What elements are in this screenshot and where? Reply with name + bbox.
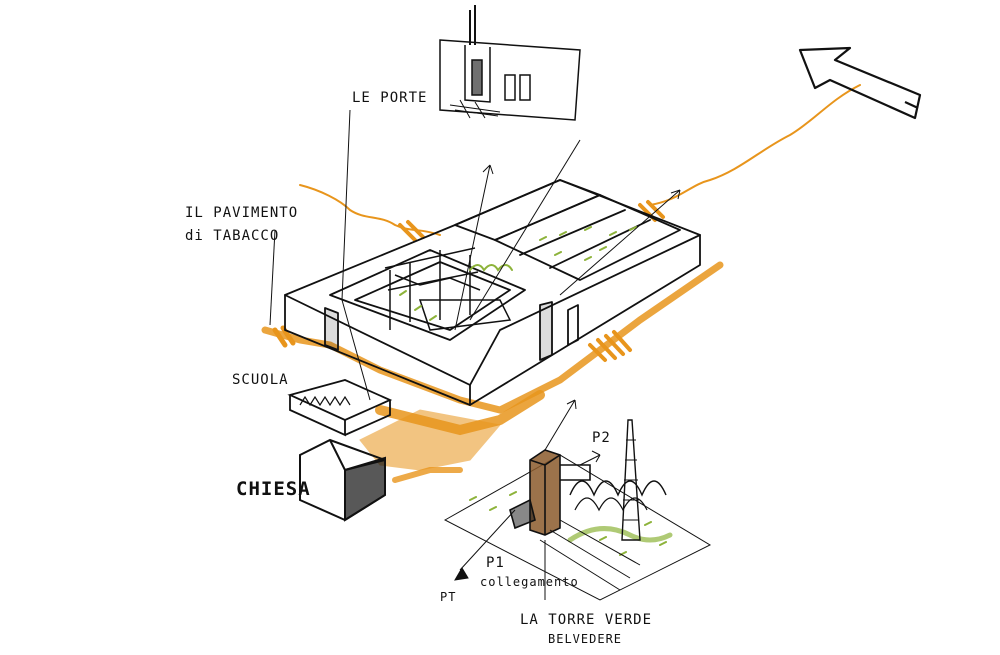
torre-verde-detail <box>443 419 712 601</box>
orange-strip-end <box>392 467 463 483</box>
label-le-porte: LE PORTE <box>352 90 428 106</box>
orange-hatch-top <box>398 200 665 242</box>
scuola-building <box>287 379 393 437</box>
chiesa-building <box>299 438 386 522</box>
pointer-lines <box>269 109 681 600</box>
label-chiesa: CHIESA <box>236 478 311 500</box>
label-pavimento-line2: di TABACCO <box>185 228 280 244</box>
front-portal-2 <box>539 301 553 361</box>
label-pt: PT <box>440 590 457 604</box>
label-torre-verde: LA TORRE VERDE <box>520 612 653 628</box>
le-porte-inset <box>439 5 581 121</box>
orange-route-left <box>299 184 441 236</box>
orange-hatch-right <box>588 330 632 362</box>
label-p2: P2 <box>592 430 611 446</box>
label-belvedere: BELVEDERE <box>548 632 623 646</box>
label-pavimento-line1: IL PAVIMENTO <box>185 205 299 221</box>
courtyard-wall <box>354 261 511 331</box>
front-portal-3 <box>567 304 579 346</box>
front-portal-1 <box>324 307 339 351</box>
block-front-face <box>284 294 471 406</box>
label-collegamento: collegamento <box>480 575 579 589</box>
orange-route-right <box>649 84 861 206</box>
vegetation <box>399 226 673 556</box>
label-p1: P1 <box>486 555 505 571</box>
block-right-face <box>469 234 701 406</box>
label-scuola: SCUOLA <box>232 372 289 388</box>
courtyard-structure <box>384 247 512 331</box>
north-arrow <box>798 46 922 120</box>
main-building-block <box>284 179 701 406</box>
